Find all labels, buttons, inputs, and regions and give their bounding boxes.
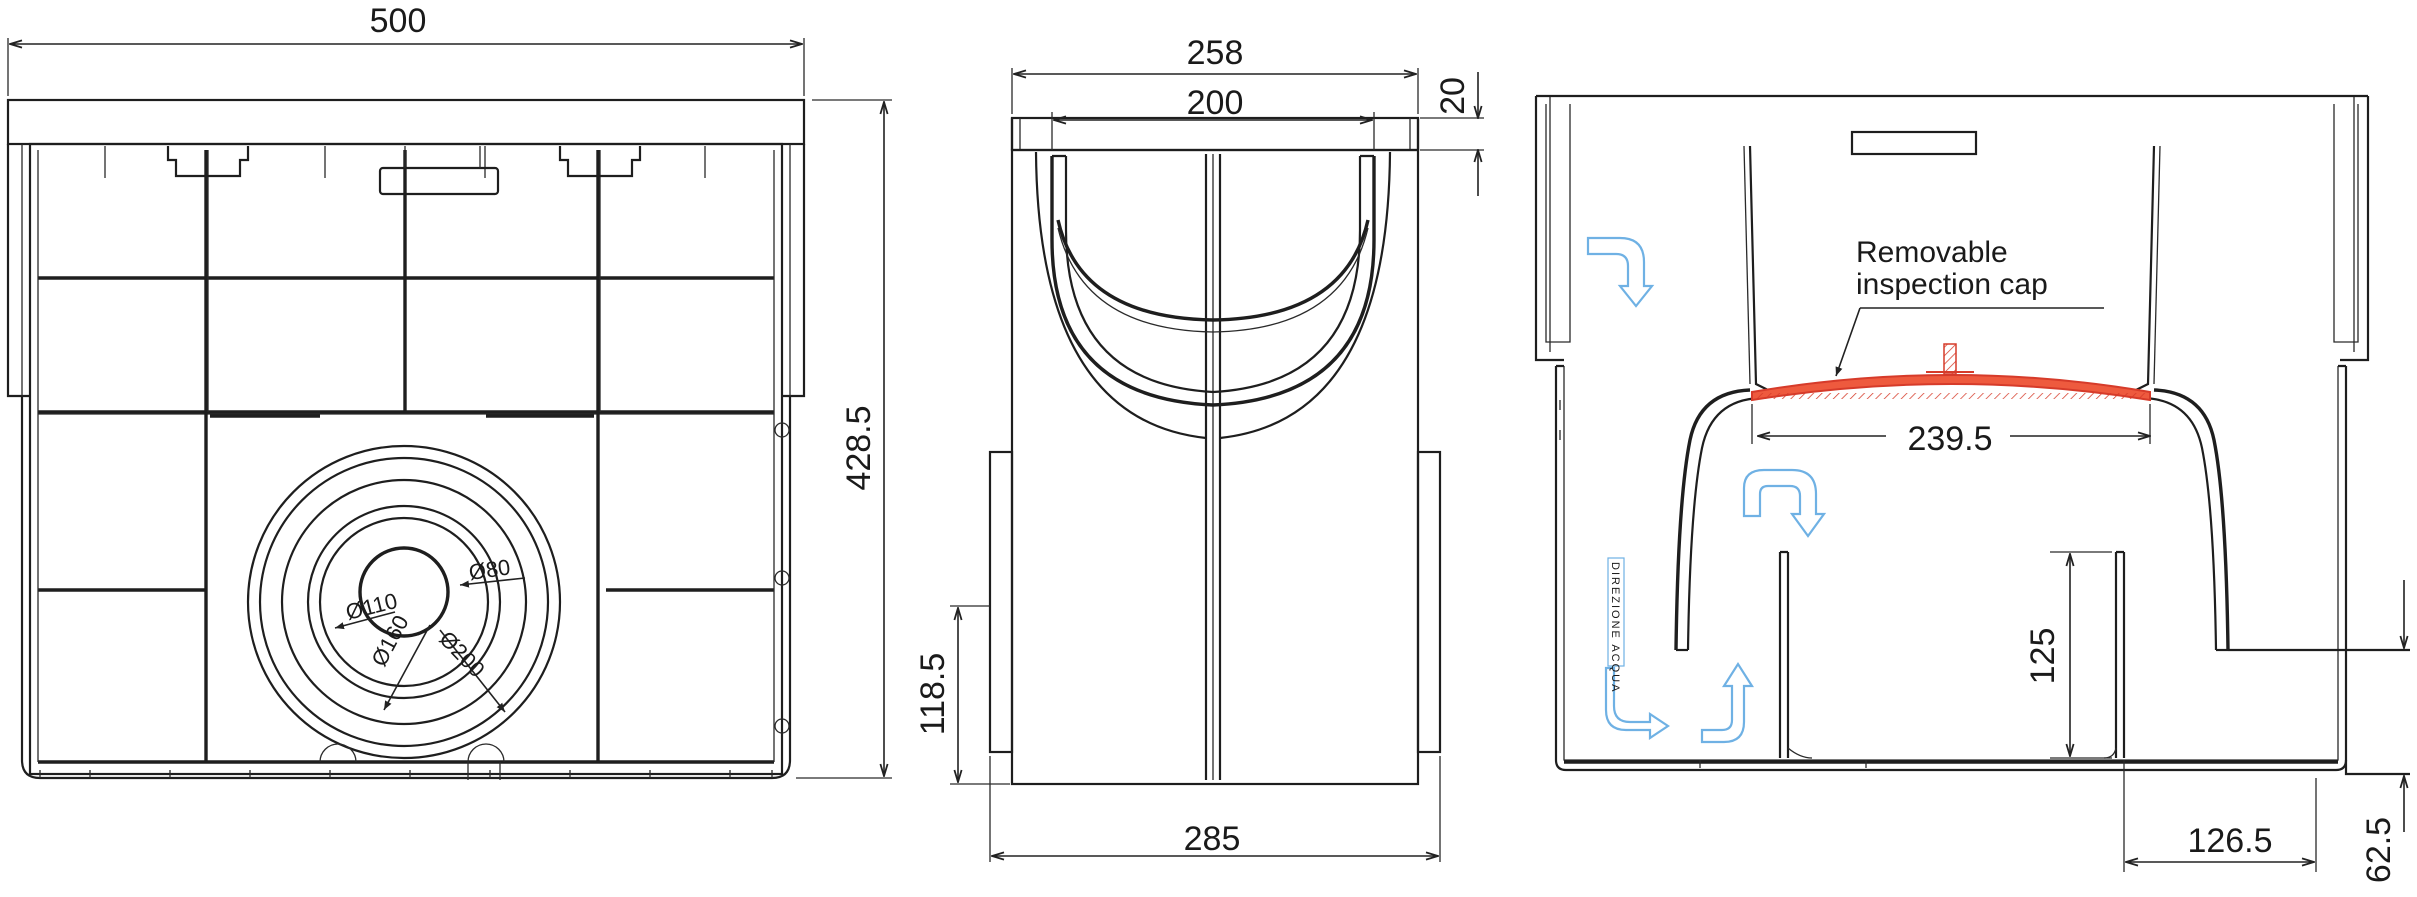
- outlet-height-label: 62.5: [2360, 817, 2398, 883]
- side-inner-width-label: 200: [1187, 84, 1244, 122]
- side-rim-label: 20: [1434, 77, 1472, 115]
- top-view-rim: [6, 98, 806, 146]
- cap-note-line2: inspection cap: [1856, 268, 2048, 301]
- dia-160-label: Ø160: [366, 611, 413, 670]
- side-bottom-width-label: 285: [1184, 820, 1241, 858]
- inspection-cap: [1751, 374, 2151, 402]
- side-view-rim: [1010, 116, 1420, 152]
- side-view-body: [1010, 148, 1420, 786]
- flow-direction-text: DIREZIONE ACQUA: [1609, 562, 1621, 693]
- outlet-offset-label: 126.5: [2187, 822, 2272, 860]
- flow-arrow-icon: [1604, 666, 1670, 741]
- flow-arrow-icon: [1586, 236, 1655, 308]
- section-view: Removable inspection cap 239.5 125 126.5…: [1534, 94, 2410, 883]
- cap-note-line1: Removable: [1856, 236, 2008, 269]
- top-view: Ø80 Ø110 Ø160 Ø200 500 428.5: [6, 2, 892, 780]
- weir-height-label: 125: [2024, 628, 2062, 685]
- side-view: 258 200 20 285 118.5: [914, 34, 1484, 862]
- knockout-rings: [246, 444, 562, 760]
- flow-arrow-icon: [1742, 468, 1827, 538]
- flow-arrow-icon: [1700, 661, 1755, 744]
- side-outlet-height-label: 118.5: [914, 653, 952, 736]
- side-top-width-label: 258: [1187, 34, 1244, 72]
- top-width-label: 500: [370, 2, 427, 40]
- cap-span-label: 239.5: [1907, 420, 1992, 458]
- flow-arrows: [1586, 236, 1827, 744]
- top-view-body: [28, 142, 784, 776]
- top-height-label: 428.5: [840, 405, 878, 490]
- dia-80-label: Ø80: [467, 554, 512, 585]
